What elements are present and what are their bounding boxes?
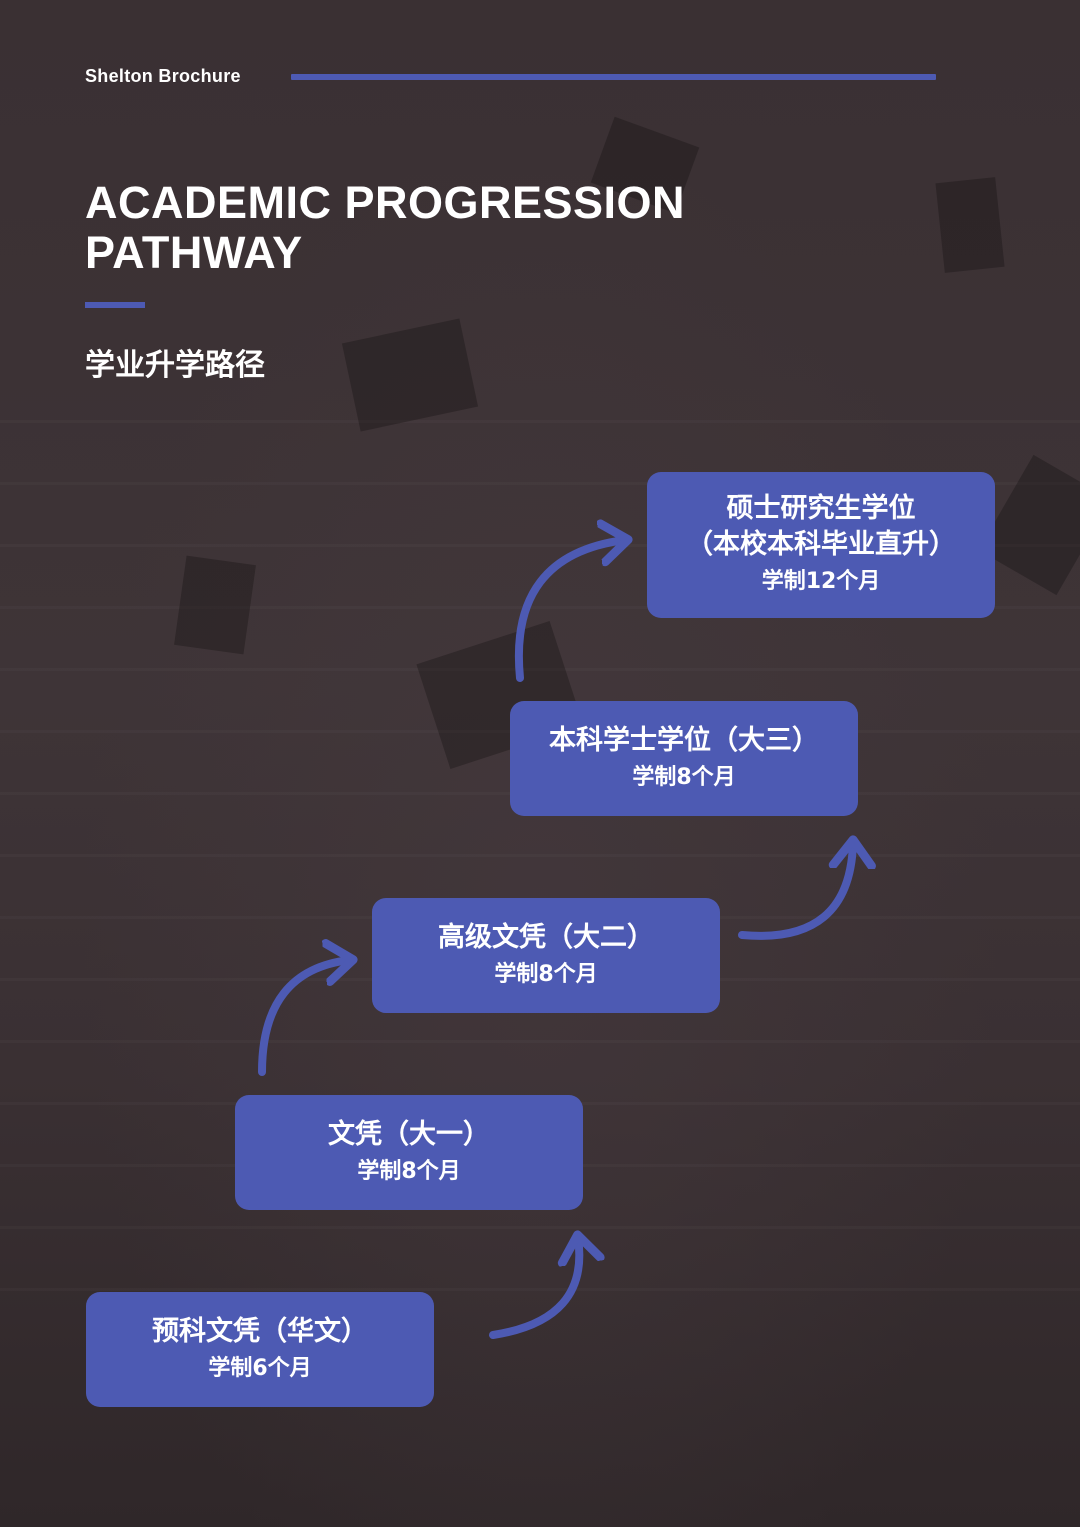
- step-name: 文凭（大一）: [328, 1118, 490, 1150]
- step-name: 预科文凭（华文）: [152, 1315, 368, 1347]
- curved-arrow-icon: [258, 960, 350, 1076]
- page-subtitle: 学业升学路径: [85, 348, 265, 383]
- step-duration: 学制8个月: [632, 764, 736, 790]
- curved-arrow-icon: [514, 540, 625, 682]
- pathway-step-foundation: 预科文凭（华文） 学制6个月: [86, 1292, 434, 1407]
- title-rule: [85, 302, 145, 308]
- pathway-step-master: 硕士研究生学位 （本校本科毕业直升） 学制12个月: [647, 472, 995, 618]
- step-duration: 学制8个月: [494, 961, 598, 987]
- header-rule: [291, 74, 936, 80]
- step-duration: 学制12个月: [761, 569, 881, 594]
- page-title: ACADEMIC PROGRESSION PATHWAY: [85, 178, 845, 278]
- pathway-step-advanced-diploma: 高级文凭（大二） 学制8个月: [372, 898, 720, 1013]
- page-title-line-2: PATHWAY: [85, 227, 303, 278]
- step-name: 本科学士学位（大三）: [549, 724, 819, 756]
- page-title-line-1: ACADEMIC PROGRESSION: [85, 177, 686, 228]
- step-name: 硕士研究生学位: [726, 493, 916, 524]
- curved-arrow-icon: [489, 1238, 579, 1339]
- pathway-step-diploma: 文凭（大一） 学制8个月: [235, 1095, 583, 1210]
- pathway-step-bachelor: 本科学士学位（大三） 学制8个月: [510, 701, 858, 816]
- step-duration: 学制8个月: [357, 1158, 461, 1184]
- curved-arrow-icon: [738, 843, 853, 940]
- brand-name: Shelton Brochure: [85, 66, 241, 86]
- step-name-note: （本校本科毕业直升）: [686, 529, 956, 560]
- step-name: 高级文凭（大二）: [438, 921, 654, 953]
- step-duration: 学制6个月: [208, 1355, 312, 1381]
